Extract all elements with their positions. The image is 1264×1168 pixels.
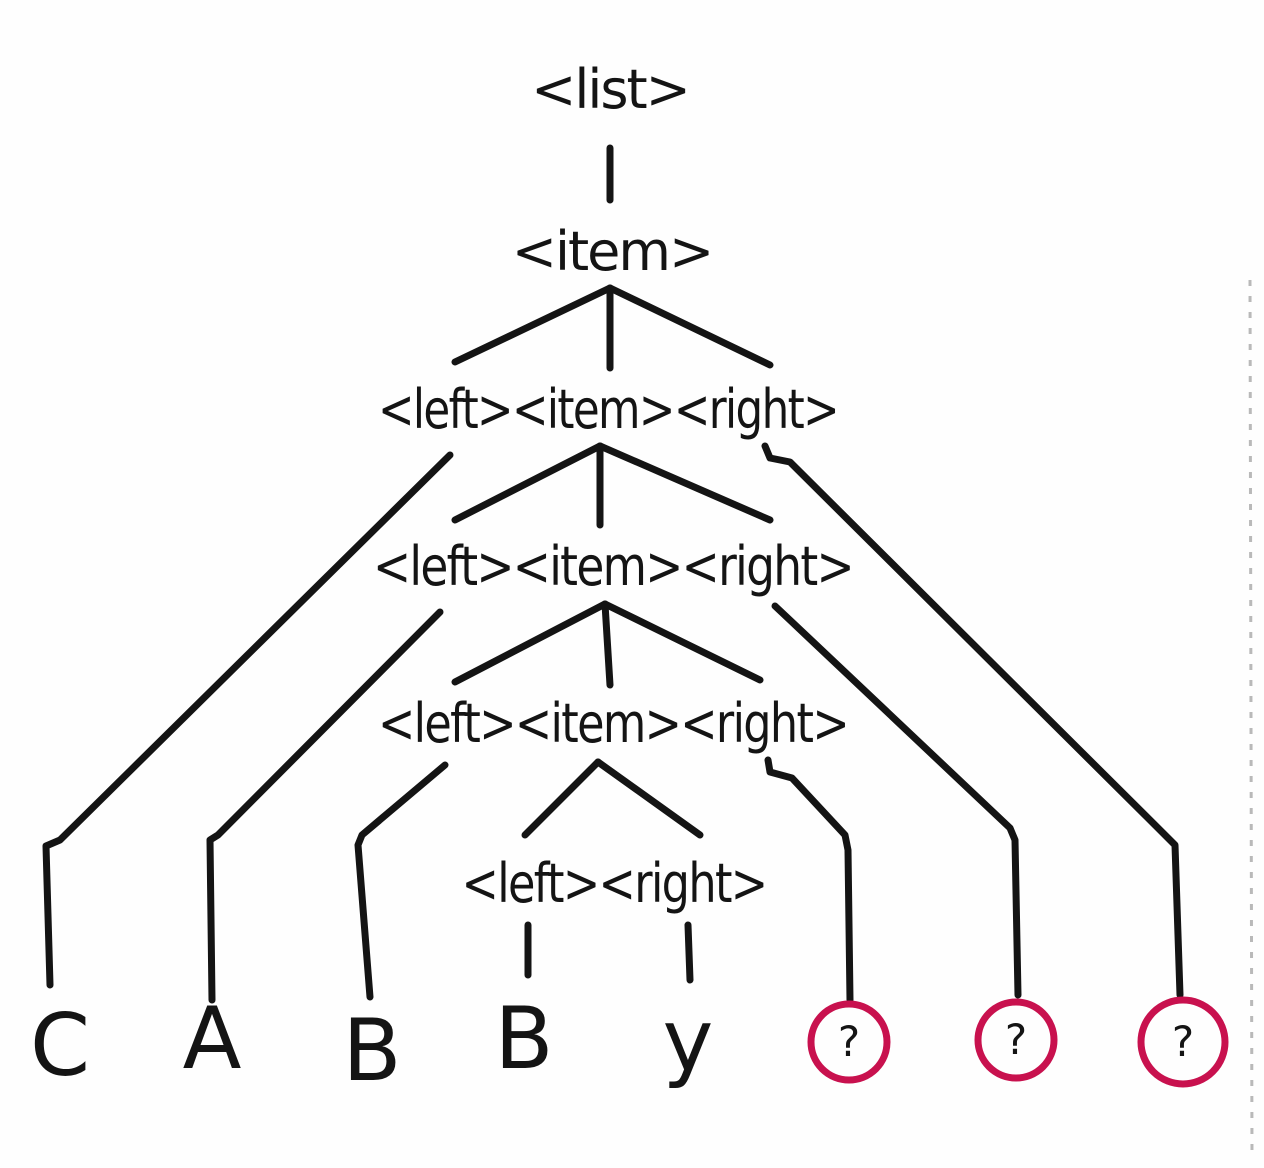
scan-edge-mark <box>1248 279 1254 1161</box>
edge-right4-leaf-y <box>684 921 694 984</box>
edge-item2-left-3 <box>451 600 609 686</box>
question-mark: ? <box>838 1017 860 1066</box>
edge-left1-leaf-c <box>42 451 454 989</box>
edge-right1-leaf-q3 <box>761 442 1184 999</box>
node-item: <item> <box>512 220 713 283</box>
edge-right2-leaf-q2 <box>771 602 1022 999</box>
edge-right3-leaf-q1 <box>764 756 854 1004</box>
tree-leaves: C A B B y ? ? ? <box>30 989 1229 1101</box>
question-mark: ? <box>1005 1015 1027 1064</box>
node-level-4: <left><right> <box>462 852 767 915</box>
leaf-a: A <box>183 989 242 1089</box>
edge-item3-left-4 <box>521 758 602 839</box>
leaf-y: y <box>663 991 714 1091</box>
question-mark: ? <box>1172 1017 1194 1066</box>
node-level-2: <left><item><right> <box>373 535 853 598</box>
circle-marker <box>807 1000 891 1084</box>
edge-item-left-1 <box>451 284 614 366</box>
edge-item2-item-3 <box>601 600 614 689</box>
edge-item-right-1 <box>606 284 774 369</box>
edge-item1-left-2 <box>451 442 604 524</box>
leaf-unknown-2: ? <box>974 998 1058 1082</box>
node-level-1: <left><item><right> <box>378 378 838 441</box>
edge-item3-right-4 <box>594 758 704 839</box>
node-level-3: <left><item><right> <box>378 692 848 755</box>
leaf-unknown-1: ? <box>807 1000 891 1084</box>
circle-marker <box>974 998 1058 1082</box>
node-list: <list> <box>531 58 689 121</box>
circle-marker <box>1137 996 1229 1088</box>
leaf-b-1: B <box>343 1001 402 1101</box>
edge-left2-leaf-a <box>206 608 444 1004</box>
edge-left3-leaf-b1 <box>354 761 449 1001</box>
edge-item1-right-2 <box>596 442 774 524</box>
leaf-c: C <box>30 996 90 1096</box>
edge-item2-right-3 <box>601 600 764 684</box>
leaf-unknown-3: ? <box>1137 996 1229 1088</box>
tree-edges <box>42 144 1184 1004</box>
tree-nodes: <list> <item> <left><item><right> <left>… <box>373 58 855 915</box>
leaf-b-2: B <box>495 989 554 1089</box>
